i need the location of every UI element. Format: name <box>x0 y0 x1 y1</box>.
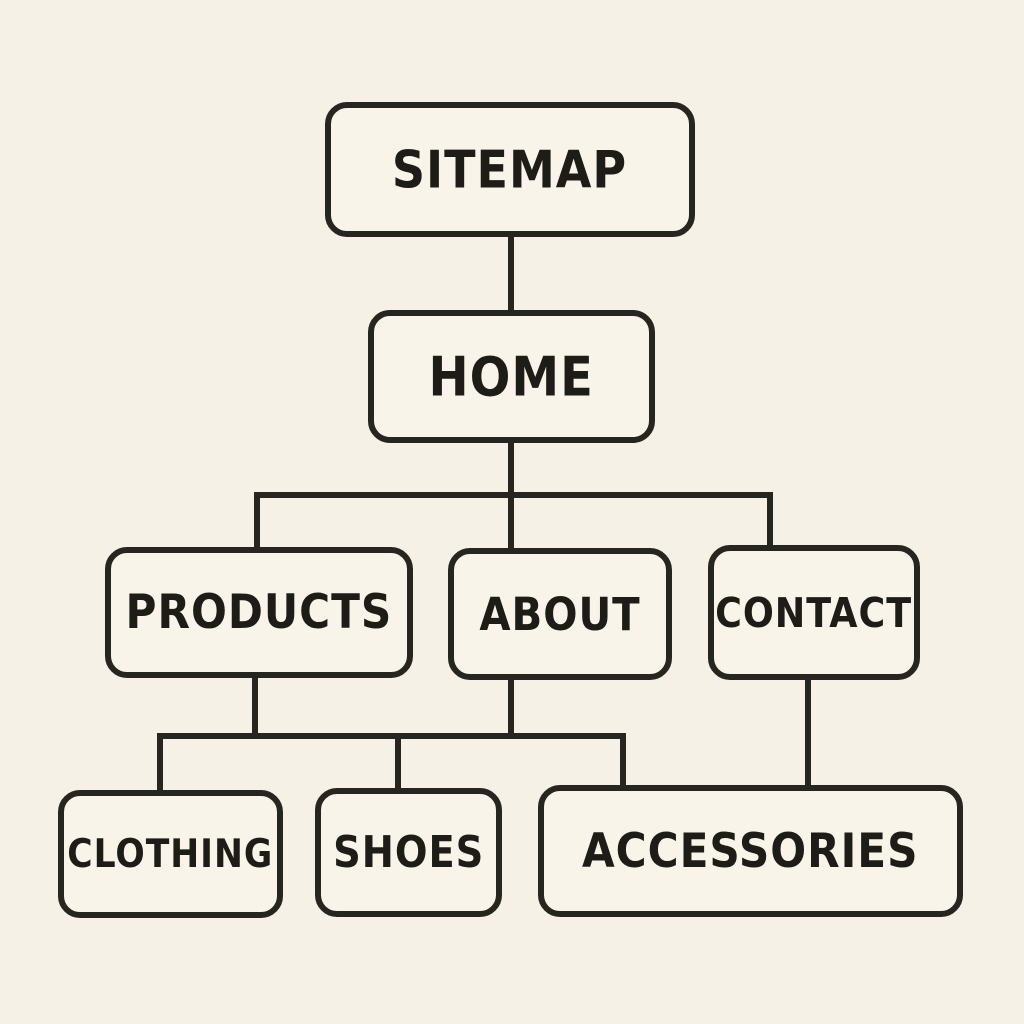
node-shoes-label: SHOES <box>332 827 485 878</box>
home-children-rail-line <box>254 492 773 498</box>
edge-rail-accessories-line <box>620 735 626 788</box>
edge-sitemap-home-line <box>508 235 514 313</box>
node-about: ABOUT <box>448 548 672 680</box>
node-clothing-label: CLOTHING <box>67 831 274 877</box>
edge-home-products-line <box>254 494 260 550</box>
node-sitemap: SITEMAP <box>325 102 695 237</box>
node-clothing: CLOTHING <box>58 790 283 918</box>
node-products: PRODUCTS <box>105 547 413 678</box>
node-home: HOME <box>368 310 655 443</box>
node-accessories-label: ACCESSORIES <box>582 823 919 879</box>
edge-contact-accessories-line <box>805 677 811 788</box>
node-sitemap-label: SITEMAP <box>392 139 628 200</box>
edge-products-rail-line <box>252 675 258 739</box>
edge-home-contact-line <box>767 494 773 548</box>
node-contact: CONTACT <box>708 545 920 680</box>
node-home-label: HOME <box>428 345 595 408</box>
node-contact-label: CONTACT <box>715 588 913 637</box>
edge-rail-shoes-line <box>395 735 401 791</box>
node-about-label: ABOUT <box>479 587 641 641</box>
edge-rail-clothing-line <box>157 735 163 793</box>
children-rail-line <box>157 733 626 739</box>
edge-about-rail-line <box>508 677 514 739</box>
node-shoes: SHOES <box>315 788 502 917</box>
node-accessories: ACCESSORIES <box>538 785 963 917</box>
node-products-label: PRODUCTS <box>125 584 393 641</box>
